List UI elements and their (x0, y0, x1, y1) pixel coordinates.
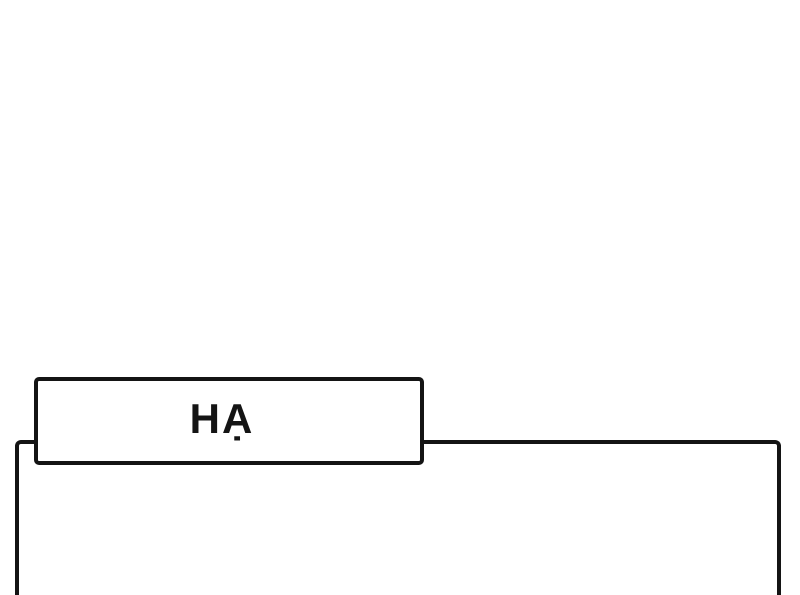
caption-text: HẠ (189, 395, 255, 442)
caption-box: HẠ (34, 377, 424, 465)
